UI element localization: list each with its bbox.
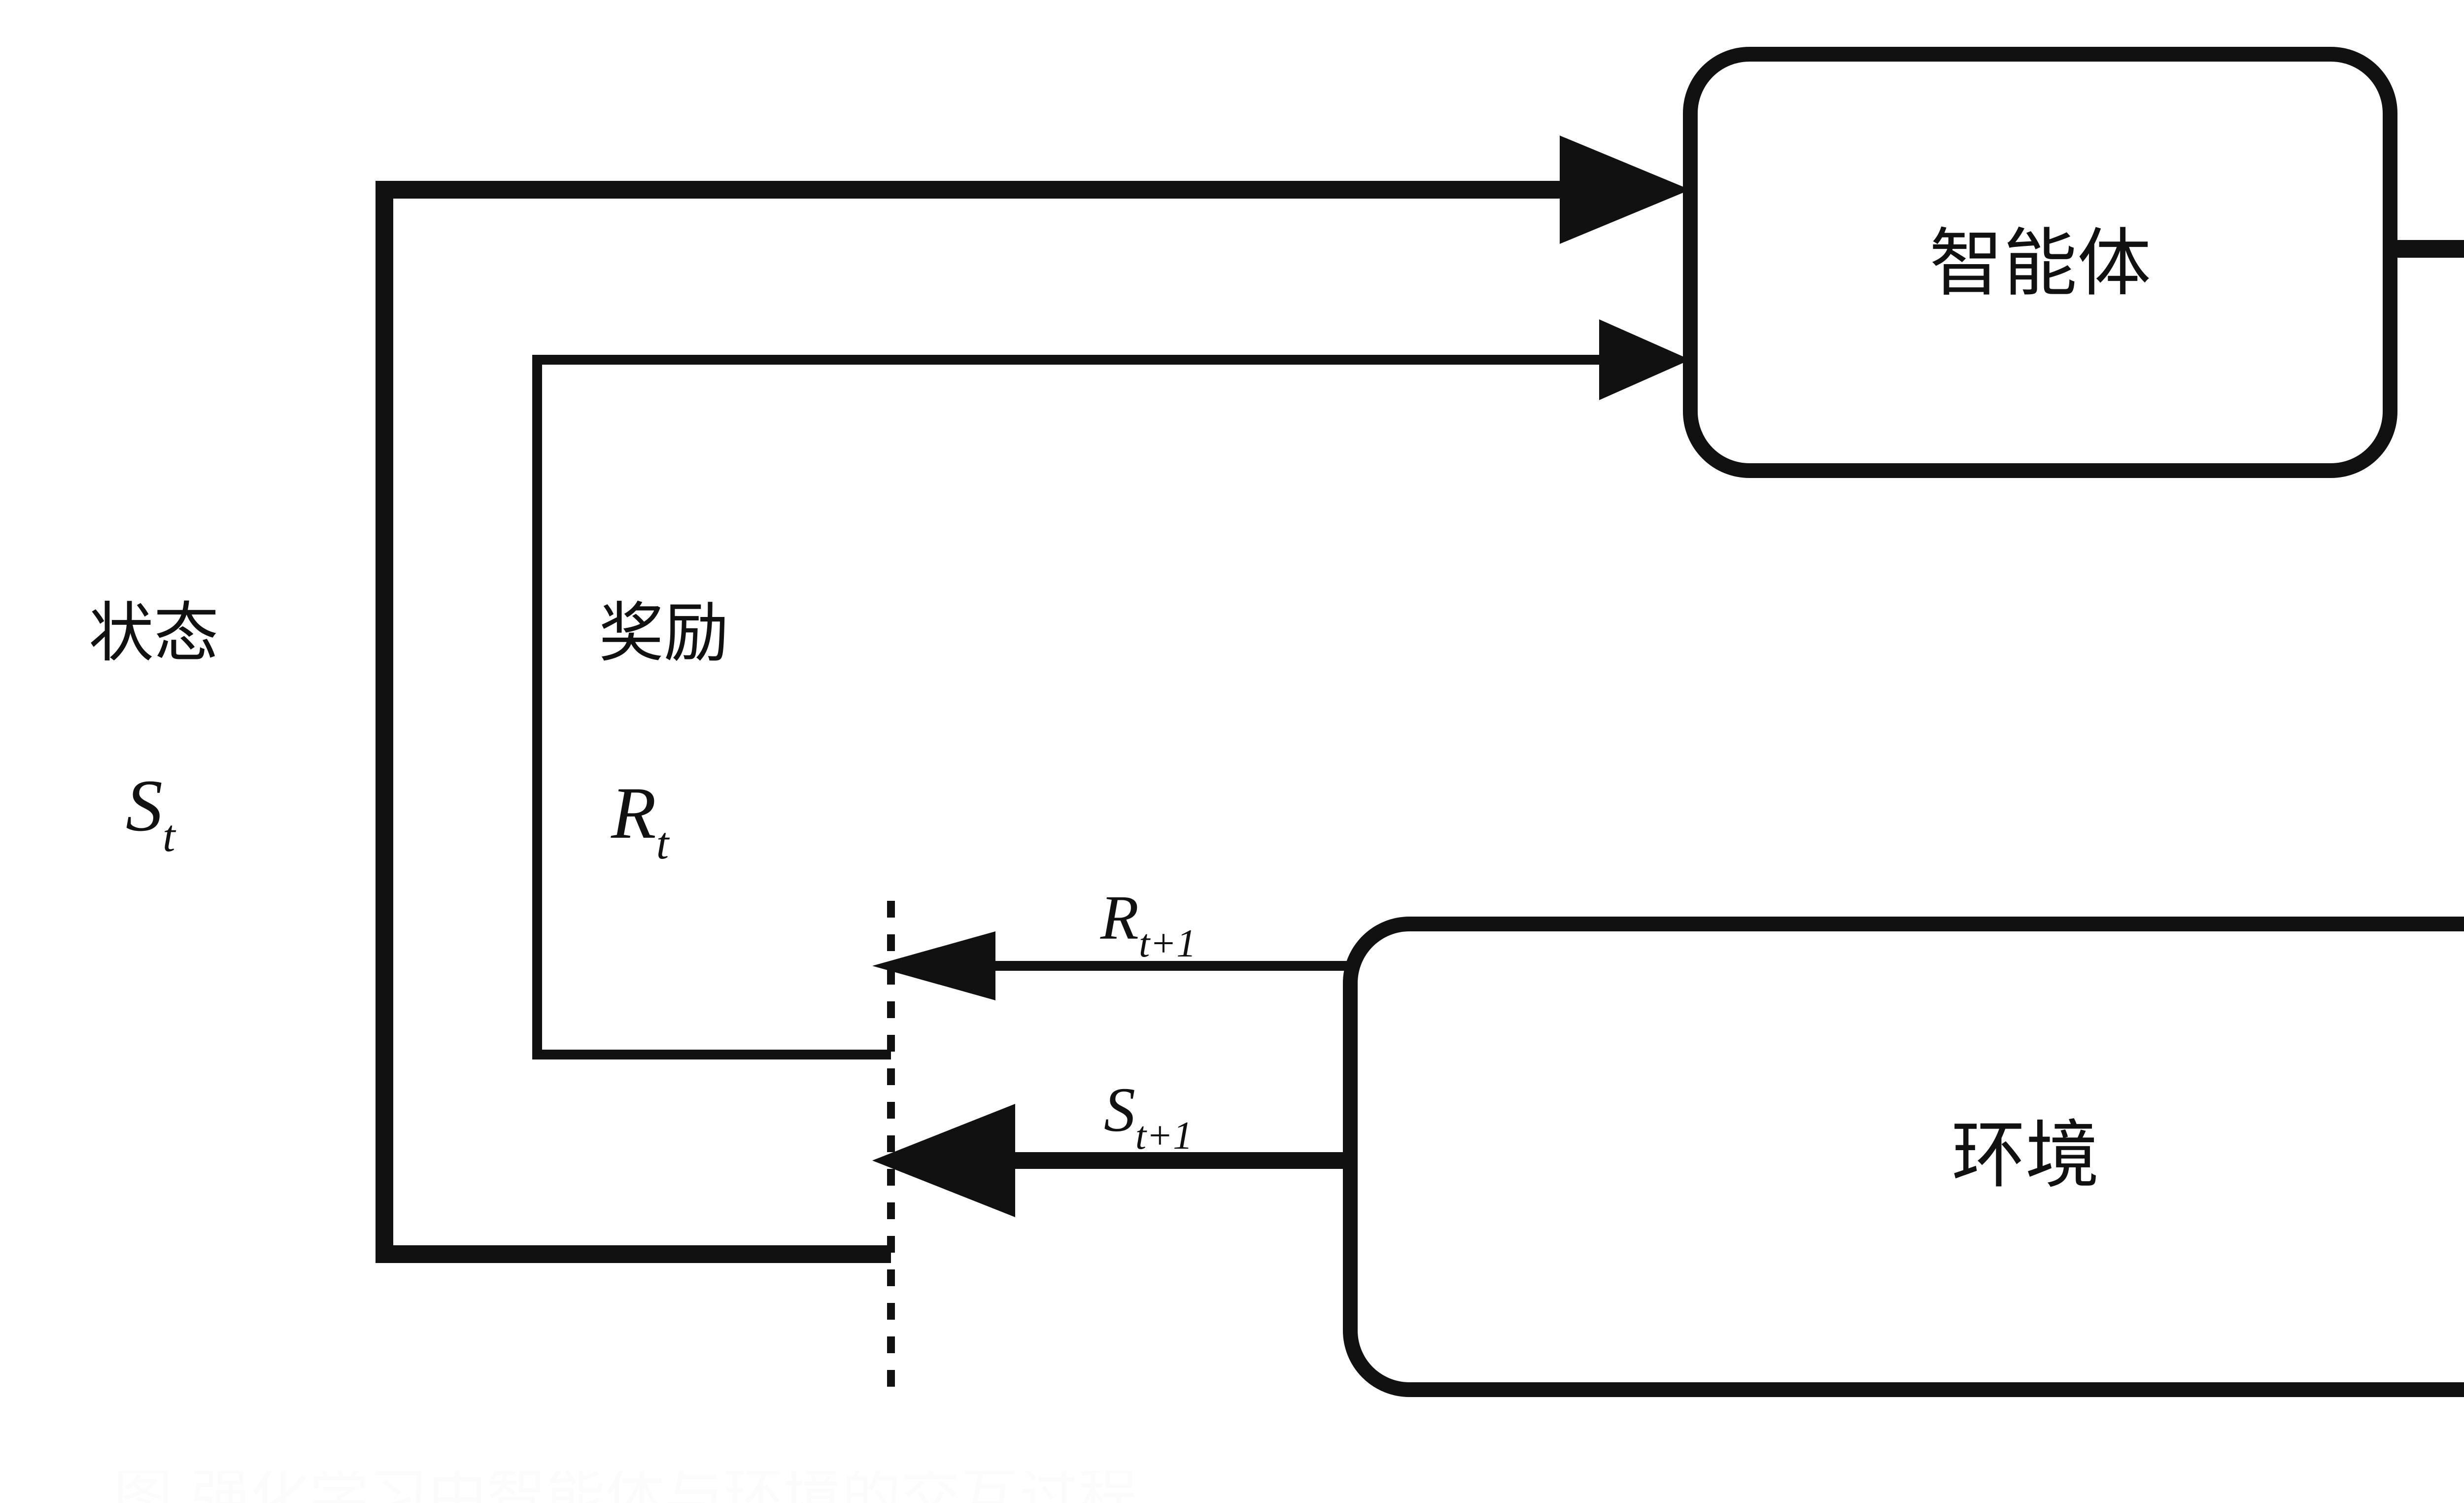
reward-next-label: Rt+1 [1100, 883, 1196, 965]
reward-symbol: Rt [611, 772, 670, 868]
edge-reward-to-agent [532, 319, 1690, 1059]
environment-label: 环境 [1951, 1113, 2099, 1198]
state-next-label: St+1 [1104, 1075, 1193, 1158]
state-symbol: St [126, 765, 176, 861]
reward-next-subscript: t+1 [1139, 922, 1196, 965]
reward-symbol-base: R [611, 772, 656, 854]
agent-label: 智能体 [1929, 221, 2151, 307]
state-symbol-subscript: t [163, 811, 176, 861]
state-symbol-base: S [126, 765, 163, 847]
figure-caption-text: 图 强化学习中智能体与环境的交互过程 [113, 1471, 1542, 1503]
edge-reward-next-from-environment [872, 931, 1350, 1000]
figure-caption-clipped: 图 强化学习中智能体与环境的交互过程 [113, 1471, 1542, 1503]
reward-name-label: 奖励 [599, 595, 729, 671]
environment-box[interactable] [1343, 917, 2464, 1397]
agent-node[interactable]: 智能体 [1683, 47, 2397, 478]
reward-label-group: 奖励 Rt [599, 595, 729, 868]
environment-node[interactable]: 环境 [1343, 917, 2464, 1397]
state-next-subscript: t+1 [1135, 1114, 1193, 1158]
edge-state-to-agent [376, 136, 1690, 1263]
state-next-base: S [1104, 1075, 1135, 1145]
state-label-group: 状态 St [89, 595, 219, 861]
state-name-label: 状态 [89, 595, 219, 671]
edge-state-next-from-environment [872, 1104, 1350, 1217]
reward-next-base: R [1100, 883, 1139, 953]
reward-symbol-subscript: t [656, 818, 670, 868]
agent-box[interactable] [1683, 47, 2397, 478]
